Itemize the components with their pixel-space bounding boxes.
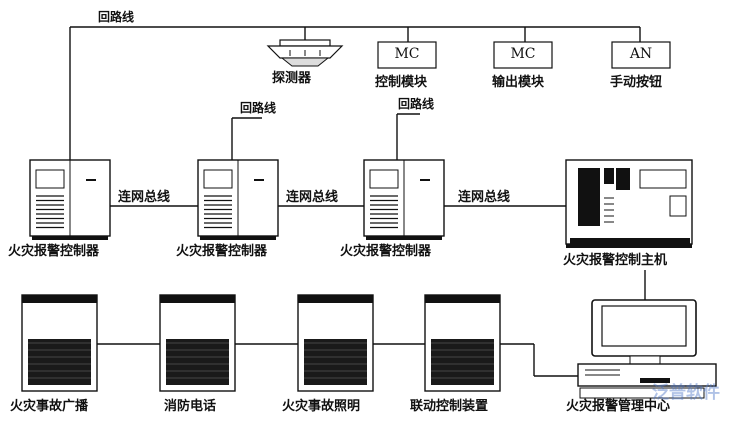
main-host-icon (565, 159, 693, 248)
main-host-label: 火灾报警控制主机 (563, 253, 668, 268)
management-center-label: 火灾报警管理中心 (566, 399, 671, 414)
mc-output-box (493, 41, 553, 69)
detector-label: 探测器 (272, 71, 312, 86)
controller-cabinet-icon (363, 159, 445, 240)
equipment-cabinet-icon (21, 294, 98, 392)
an-button-box (611, 41, 671, 69)
management-computer-icon (577, 299, 717, 399)
loop-line-label-3: 回路线 (398, 97, 435, 111)
output-module-label: 输出模块 (492, 75, 545, 90)
controller-label-1: 火灾报警控制器 (8, 244, 100, 259)
equipment-cabinet-icon (297, 294, 374, 392)
an-text: AN (629, 46, 653, 62)
loop-line-label-top: 回路线 (98, 10, 135, 24)
equipment-cabinet-icon (424, 294, 501, 392)
broadcast-label: 火灾事故广播 (10, 399, 89, 414)
detector-icon (266, 39, 344, 67)
control-module-label: 控制模块 (375, 75, 428, 90)
controller-label-2: 火灾报警控制器 (176, 244, 268, 259)
watermark-logo: 泛普软件 (652, 383, 720, 403)
network-bus-label-1: 连网总线 (118, 190, 171, 205)
linkage-control-label: 联动控制装置 (410, 399, 489, 414)
fire-phone-label: 消防电话 (164, 399, 217, 414)
network-bus-label-2: 连网总线 (286, 190, 339, 205)
controller-cabinet-icon (29, 159, 111, 240)
mc-control-box (377, 41, 437, 69)
mc-text-2: MC (510, 46, 536, 62)
manual-button-label: 手动按钮 (610, 75, 663, 90)
network-bus-label-3: 连网总线 (458, 190, 511, 205)
emergency-lighting-label: 火灾事故照明 (282, 399, 361, 414)
mc-text-1: MC (394, 46, 420, 62)
loop-line-label-2: 回路线 (240, 101, 277, 115)
equipment-cabinet-icon (159, 294, 236, 392)
controller-cabinet-icon (197, 159, 279, 240)
controller-label-3: 火灾报警控制器 (340, 244, 432, 259)
